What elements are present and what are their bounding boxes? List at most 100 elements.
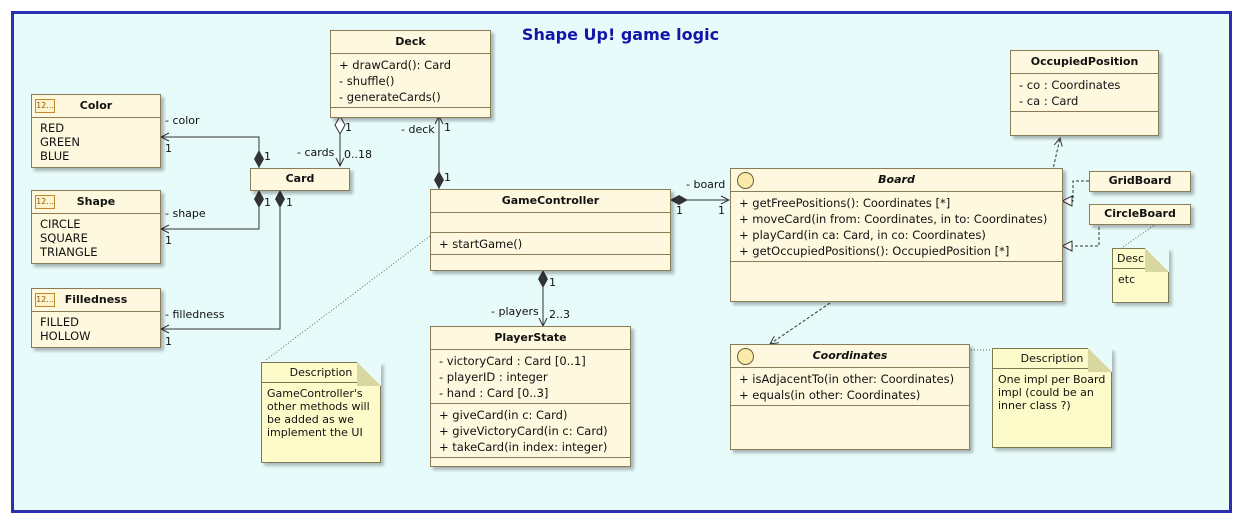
composition-diamond-deck [434,171,444,189]
operation: + drawCard(): Card [339,58,452,72]
operation: + getOccupiedPositions(): OccupiedPositi… [739,244,1010,258]
operations-compartment: + getFreePositions(): Coordinates [*] + … [731,191,1062,261]
dependency-board-occupiedposition[interactable] [1035,138,1060,246]
class-gamecontroller[interactable]: GameController + startGame() [430,189,671,271]
role-deck: - deck [401,123,435,136]
operations-compartment: + startGame() [431,232,670,254]
attributes-compartment: - victoryCard : Card [0..1] - playerID :… [431,349,630,403]
class-name: Color [79,99,113,112]
mult-card-color: 1 [264,150,271,163]
enum-literal: GREEN [40,135,81,149]
class-deck[interactable]: Deck + drawCard(): Card - shuffle() - ge… [330,30,491,118]
operation: + getFreePositions(): Coordinates [*] [739,196,951,210]
mult-deck: 1 [444,121,451,134]
class-name: GridBoard [1108,174,1172,187]
attributes-compartment [431,212,670,232]
attribute: - ca : Card [1019,94,1079,108]
literals-compartment: RED GREEN BLUE [32,117,160,165]
operations-compartment: + giveCard(in c: Card) + giveVictoryCard… [431,403,630,457]
composition-diamond-shape [254,190,264,208]
class-coordinates[interactable]: Coordinates + isAdjacentTo(in other: Coo… [730,344,970,450]
enum-literal: TRIANGLE [40,245,98,259]
attribute: - hand : Card [0..3] [439,386,549,400]
operations-compartment: + isAdjacentTo(in other: Coordinates) + … [731,367,969,405]
generalization-circleboard[interactable] [1062,222,1100,246]
generalization-gridboard[interactable] [1062,180,1089,201]
enumeration-icon: 12... [35,99,55,113]
class-name: Deck [395,35,426,48]
operation: + isAdjacentTo(in other: Coordinates) [739,372,955,386]
note-body: etc [1118,273,1136,286]
attribute: - victoryCard : Card [0..1] [439,354,586,368]
enumeration-icon: 12... [35,293,55,307]
mult-cards: 0..18 [344,148,372,161]
assoc-card-color[interactable] [161,137,260,168]
class-name: Coordinates [812,349,888,362]
class-name: Card [285,172,315,185]
note-board[interactable]: Descrip etc [1112,248,1169,303]
class-name: GameController [501,194,600,207]
literals-compartment: FILLED HOLLOW [32,311,160,345]
empty-compartment [431,254,670,259]
mult-deck-cards: 1 [345,121,352,134]
empty-compartment [331,107,490,116]
attribute: - co : Coordinates [1019,78,1121,92]
role-board: - board [686,178,726,191]
mult-gc-deck: 1 [444,171,451,184]
mult-gc-board: 1 [676,204,683,217]
abstract-class-icon [737,348,754,365]
class-name: Filledness [64,293,128,306]
enum-shape[interactable]: 12...Shape CIRCLE SQUARE TRIANGLE [31,190,161,264]
diagram-title: Shape Up! game logic [521,25,720,44]
class-card[interactable]: Card [250,168,350,191]
class-circleboard[interactable]: CircleBoard [1089,204,1191,225]
mult-color: 1 [165,142,172,155]
abstract-class-icon [737,172,754,189]
enumeration-icon: 12... [35,195,55,209]
empty-compartment [1011,111,1158,133]
assoc-card-filledness[interactable] [161,190,281,329]
class-board[interactable]: Board + getFreePositions(): Coordinates … [730,168,1063,302]
role-color: - color [165,114,200,127]
class-gridboard[interactable]: GridBoard [1089,171,1191,192]
class-occupiedposition[interactable]: OccupiedPosition - co : Coordinates - ca… [1010,50,1159,136]
enum-literal: RED [40,121,65,135]
note-fold-corner [1088,348,1112,372]
enum-color[interactable]: 12... Color RED GREEN BLUE [31,94,161,168]
mult-card-filledness: 1 [286,196,293,209]
mult-players: 2..3 [549,308,570,321]
class-name: Board [878,173,915,186]
note-coordinates[interactable]: Description One impl per Board impl (cou… [992,348,1112,448]
enum-literal: SQUARE [40,231,88,245]
enum-literal: FILLED [40,315,79,329]
empty-compartment [731,261,1062,293]
note-fold-corner [1145,248,1169,272]
role-players: - players [491,305,539,318]
class-playerstate[interactable]: PlayerState - victoryCard : Card [0..1] … [430,326,631,467]
enum-filledness[interactable]: 12... Filledness FILLED HOLLOW [31,288,161,348]
aggregation-diamond-deck [334,114,346,136]
mult-card-shape: 1 [264,196,271,209]
composition-diamond-board [670,195,688,205]
mult-board: 1 [718,204,725,217]
composition-diamond-color [254,150,264,168]
operation: + moveCard(in from: Coordinates, in to: … [739,212,1048,226]
operation: + giveCard(in c: Card) [439,408,568,422]
class-name: CircleBoard [1104,207,1176,220]
mult-shape: 1 [165,234,172,247]
note-anchor-gamecontroller [265,235,431,361]
role-shape: - shape [165,207,206,220]
note-title: Description [1020,352,1084,365]
note-fold-corner [357,362,381,386]
dependency-board-coordinates[interactable] [770,302,831,344]
class-name: PlayerState [494,331,567,344]
attribute: - playerID : integer [439,370,548,384]
empty-compartment [431,457,630,462]
empty-compartment [731,405,969,441]
literals-compartment: CIRCLE SQUARE TRIANGLE [32,213,160,261]
attributes-compartment: - co : Coordinates - ca : Card [1011,73,1158,111]
note-gamecontroller[interactable]: Description GameController's other metho… [261,362,381,463]
composition-diamond-filledness [275,190,285,208]
operation: + equals(in other: Coordinates) [739,388,921,402]
